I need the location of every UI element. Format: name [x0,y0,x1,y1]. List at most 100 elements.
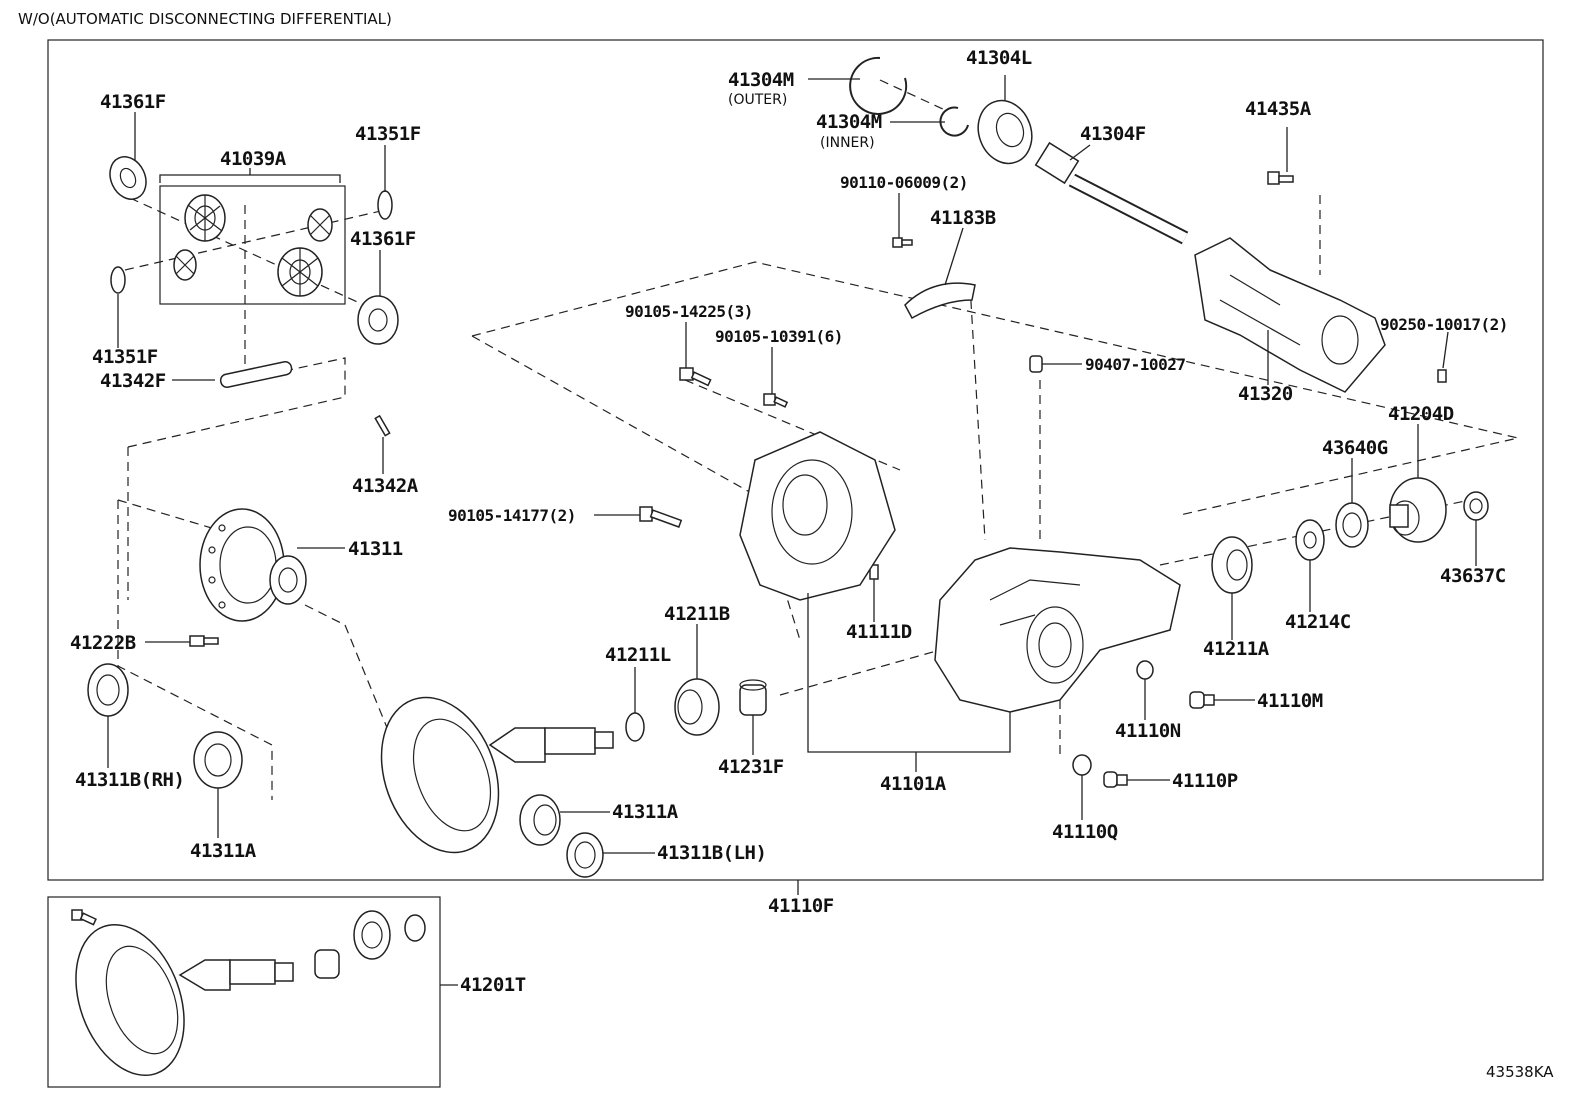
main-assembly-frame [47,39,1544,881]
label-41211b[interactable]: 41211B [664,603,730,625]
bolt-90110-06009 [892,237,913,248]
label-90105-14225[interactable]: 90105-14225(3) [625,302,753,321]
case-outline-lower [117,500,273,800]
bolt-41435a [1267,171,1294,185]
label-41320[interactable]: 41320 [1238,383,1293,405]
gasket-41110n [1136,660,1154,680]
side-gear-axis [129,197,376,311]
label-43640g[interactable]: 43640G [1322,437,1388,459]
label-43637c[interactable]: 43637C [1440,565,1506,587]
label-41183b[interactable]: 41183B [930,207,996,229]
label-41351f-bottom[interactable]: 41351F [92,346,158,368]
label-41435a[interactable]: 41435A [1245,98,1312,120]
label-41201t[interactable]: 41201T [460,974,526,996]
kit-bearing [353,910,391,960]
ring-gear-guide [304,604,346,626]
label-41342a[interactable]: 41342A [352,475,419,497]
bearing-41211b [674,678,720,736]
label-90110-06009[interactable]: 90110-06009(2) [840,173,968,192]
label-41222b[interactable]: 41222B [70,632,136,654]
label-90250-10017[interactable]: 90250-10017(2) [1380,315,1508,334]
ring-gear-guide-2 [344,624,391,736]
ring-gear-bolt-41222b [189,635,219,647]
plate-41183b [904,282,976,320]
part-labels: 41361F 41039A 41351F 41361F 41351F 41342… [70,47,1508,996]
bearing-41311a-mid [519,794,561,846]
differential-gear-kit-box [159,185,346,305]
label-41304m-inner[interactable]: 41304M [816,111,882,133]
nut-43637c [1463,491,1489,521]
bolt-90105-14225 [679,367,712,387]
label-90105-10391[interactable]: 90105-10391(6) [715,327,843,346]
label-41110q[interactable]: 41110Q [1052,821,1118,843]
label-41361f-top[interactable]: 41361F [100,91,166,113]
label-41211a[interactable]: 41211A [1203,638,1270,660]
thrust-washer-41361f-top [109,156,147,200]
side-gear-right [277,247,323,297]
label-41304l[interactable]: 41304L [966,47,1032,69]
label-41039a[interactable]: 41039A [220,148,287,170]
label-41110m[interactable]: 41110M [1257,690,1323,712]
label-41311[interactable]: 41311 [348,538,403,560]
bearing-41311a-left [193,731,243,789]
pin-outline [127,357,346,448]
label-41351f-top[interactable]: 41351F [355,123,421,145]
pinion-washer-lower [110,266,126,294]
kit-nut [404,914,426,942]
bearing-41304l [977,99,1033,165]
oil-seal-43640g [1335,502,1369,548]
label-41311a-mid[interactable]: 41311A [612,801,679,823]
shaft-to-housing-guide [969,284,986,541]
spacer-41231f [739,679,767,716]
case-outline-upper [117,499,236,536]
pinion-shaft-41342f [219,361,293,388]
label-41211l[interactable]: 41211L [605,644,671,666]
breather-plug-90407-10027 [1029,355,1043,373]
label-41110n[interactable]: 41110N [1115,720,1181,742]
label-41304m-outer-note: (OUTER) [728,92,787,108]
straight-pin-41342a [374,414,391,437]
label-41214c[interactable]: 41214C [1285,611,1351,633]
plug-41110m [1189,691,1215,709]
label-90105-14177[interactable]: 90105-14177(2) [448,506,576,525]
gasket-41110q [1072,754,1092,776]
label-41304f[interactable]: 41304F [1080,123,1146,145]
shim-41311b-rh [87,663,129,717]
leader-lines [107,75,1477,986]
carrier-cover [739,431,896,601]
label-41111d[interactable]: 41111D [846,621,912,643]
applicability-note: W/O(AUTOMATIC DISCONNECTING DIFFERENTIAL… [18,10,392,28]
ring-pinion-kit-frame [47,896,441,1088]
housing-outline-top [471,261,1519,516]
label-41110p[interactable]: 41110P [1172,770,1238,792]
shim-41311b-lh [566,832,604,878]
label-41311b-lh[interactable]: 41311B(LH) [657,842,767,864]
label-41101a[interactable]: 41101A [880,773,947,795]
label-41342f[interactable]: 41342F [100,370,166,392]
label-41304m-outer[interactable]: 41304M [728,69,794,91]
label-41304m-inner-note: (INNER) [820,135,875,151]
pinion-washer-upper [377,190,393,220]
ring-gear-and-pinion [380,696,614,854]
label-41204d[interactable]: 41204D [1388,403,1454,425]
kit-ring-gear-pinion [71,909,294,1077]
differential-case-41311 [199,508,307,622]
tube-41320 [1194,237,1386,393]
diagram-code: 43538KA [1486,1063,1554,1081]
snap-ring-guide [879,79,946,111]
spacer-guide [779,649,941,696]
washer-41214c [1295,519,1325,561]
carrier-bolt-guide [684,379,901,471]
snap-ring-inner [939,106,969,137]
pin-90250-10017 [1437,369,1447,383]
axle-shaft-41304f [1034,141,1189,245]
label-41361f-right[interactable]: 41361F [350,228,416,250]
label-41311b-rh[interactable]: 41311B(RH) [75,769,185,791]
spacer-washer-41211l [625,712,645,742]
label-90407-10027[interactable]: 90407-10027 [1085,355,1186,374]
label-41231f[interactable]: 41231F [718,756,784,778]
label-41110f[interactable]: 41110F [768,895,834,917]
label-41311a-left[interactable]: 41311A [190,840,257,862]
pinion-gear-upper [307,208,333,242]
